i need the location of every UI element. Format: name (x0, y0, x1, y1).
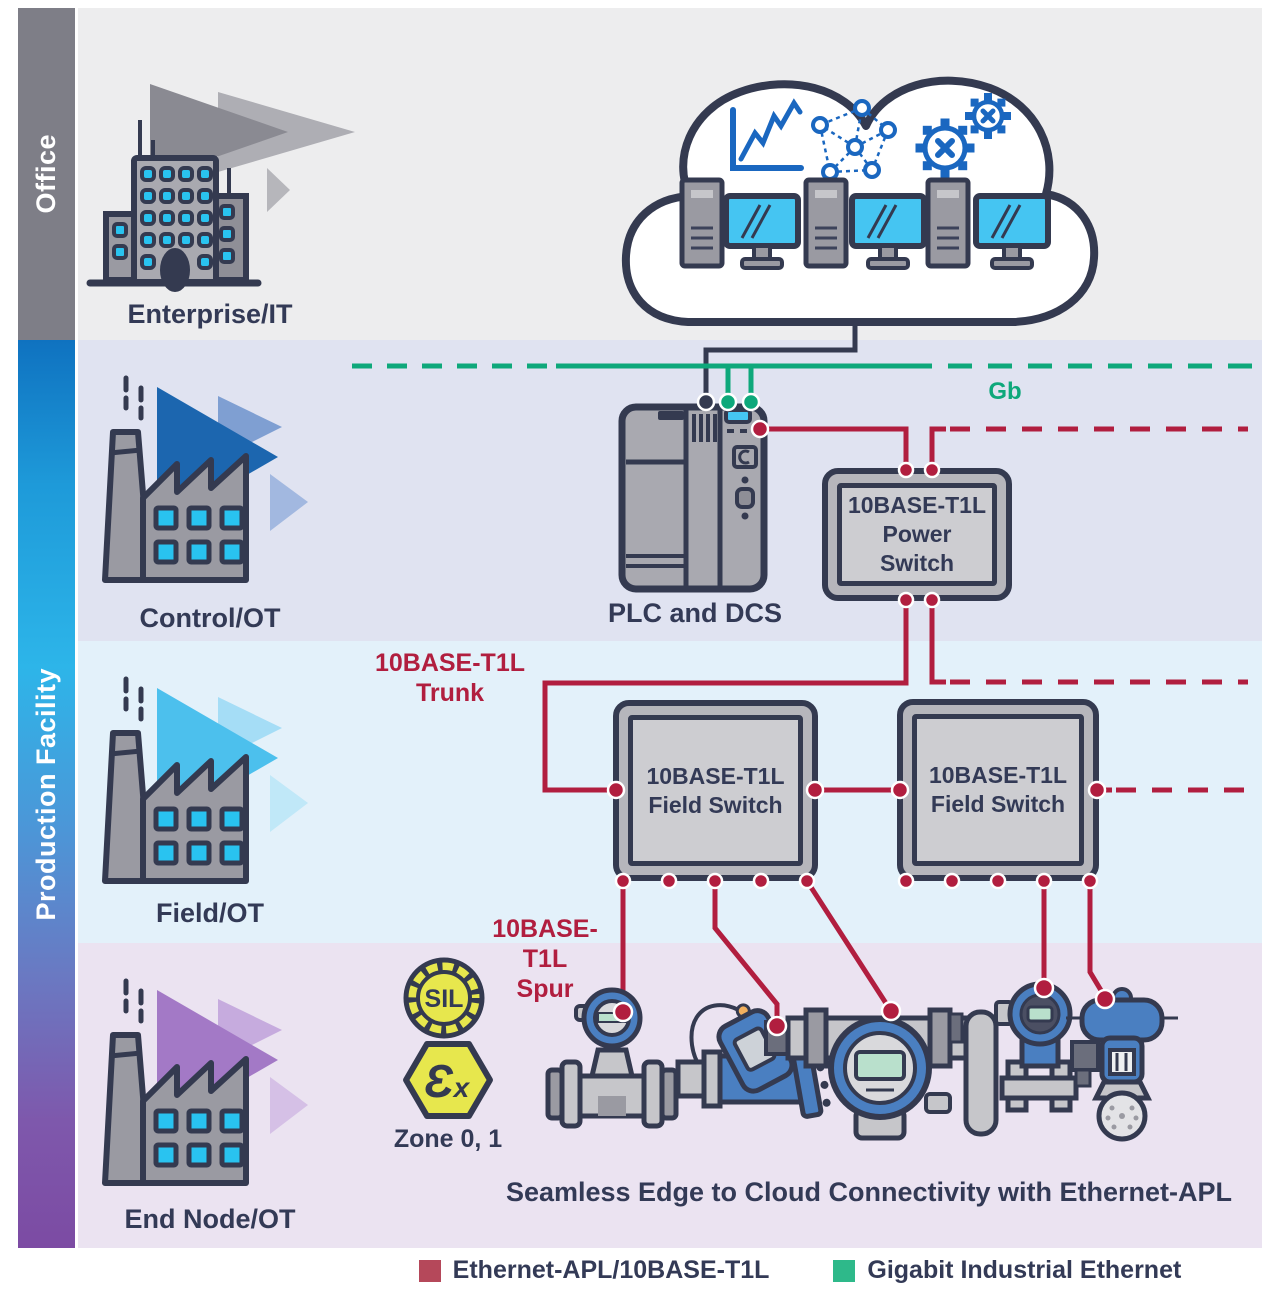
pressure-transmitter-icon (764, 1007, 996, 1141)
plc-dcs-label: PLC and DCS (607, 598, 782, 628)
svg-text:Ɛx: Ɛx (424, 1055, 471, 1107)
field-ot-label: Field/OT (156, 898, 264, 928)
enterprise-it-label: Enterprise/IT (127, 299, 293, 329)
sidebar-production-facility: Production Facility (18, 340, 75, 1248)
ex-hexagon-icon: Ɛx (403, 1041, 493, 1119)
ethernet-apl-swatch (418, 1259, 441, 1282)
trunk-label: 10BASE-T1L Trunk (374, 649, 526, 707)
dp-transmitter-icon (948, 981, 1079, 1137)
server-tower-icon (679, 177, 971, 269)
legend-item-ethernet-apl: Ethernet-APL/10BASE-T1L (418, 1256, 770, 1285)
cloud-icon (621, 76, 1099, 326)
power-switch-node: 10BASE-T1L Power Switch (822, 468, 1012, 601)
gears-icon (915, 93, 1011, 178)
caption: Seamless Edge to Cloud Connectivity with… (505, 1177, 1233, 1207)
gigabit-swatch (833, 1259, 856, 1282)
end-node-ot-label: End Node/OT (124, 1204, 296, 1234)
factory-icon-field (102, 676, 308, 884)
legend-item-gigabit: Gigabit Industrial Ethernet (833, 1256, 1181, 1285)
enterprise-port-dot (696, 392, 716, 412)
monitor-icon (723, 193, 1051, 270)
control-ot-label: Control/OT (139, 603, 281, 633)
legend: Ethernet-APL/10BASE-T1L Gigabit Industri… (320, 1256, 1280, 1285)
gigabit-legend-label: Gigabit Industrial Ethernet (867, 1256, 1182, 1284)
enterprise-building-icon (86, 84, 355, 292)
sil-badge-icon: SIL (403, 957, 485, 1039)
ethernet-apl-legend-label: Ethernet-APL/10BASE-T1L (452, 1256, 770, 1284)
field-switch-1-label: 10BASE-T1L Field Switch (628, 715, 803, 866)
sidebar-office: Office (18, 8, 75, 340)
zone-label: Zone 0, 1 (393, 1125, 503, 1153)
field-switch-2-label: 10BASE-T1L Field Switch (912, 714, 1084, 866)
control-valve-icon (1066, 987, 1178, 1142)
gb-label: Gb (988, 378, 1022, 405)
enterprise-link-line (703, 320, 858, 400)
line-chart-icon (730, 98, 804, 171)
gigabit-port-dot (741, 392, 761, 412)
apl-port-dot (606, 419, 1116, 1037)
sil-badge-label: SIL (425, 985, 464, 1013)
plc-dcs-icon (618, 403, 768, 593)
spur-label: 10BASE-T1L Spur (492, 915, 598, 1003)
power-switch-label: 10BASE-T1L Power Switch (837, 483, 997, 586)
factory-icon-control (102, 375, 308, 583)
factory-icon-end-node (102, 978, 308, 1186)
gigabit-port-dot (718, 392, 738, 412)
